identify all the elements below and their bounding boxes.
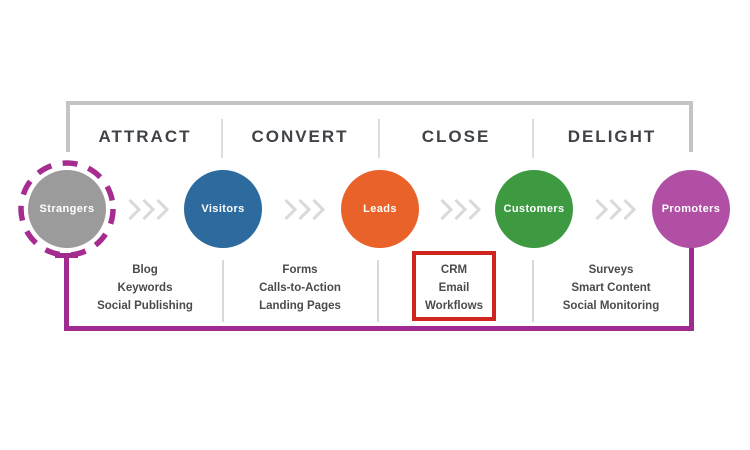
tool-item: Smart Content — [571, 282, 651, 294]
persona-circle-leads: Leads — [341, 170, 419, 248]
highlight-box-close-tools — [412, 251, 496, 321]
tool-divider — [377, 260, 379, 322]
tool-item: Keywords — [117, 282, 173, 294]
top-bracket-left-end — [66, 101, 70, 152]
persona-circle-customers: Customers — [495, 170, 573, 248]
chevron-group — [431, 198, 482, 220]
header-divider — [532, 119, 534, 158]
tool-item: Landing Pages — [259, 300, 341, 312]
tool-divider — [532, 260, 534, 322]
tool-item: CRM — [440, 264, 468, 276]
tool-item: Calls-to-Action — [259, 282, 341, 294]
tool-divider — [222, 260, 224, 322]
persona-label: Promoters — [661, 203, 721, 215]
tool-item: Social Publishing — [97, 300, 193, 312]
stage-header-delight: DELIGHT — [567, 127, 657, 146]
header-divider — [378, 119, 380, 158]
tool-item: Workflows — [425, 300, 483, 312]
top-bracket-line — [66, 101, 693, 105]
top-bracket-right-end — [689, 101, 693, 152]
persona-label: Customers — [503, 203, 565, 215]
persona-circle-strangers: Strangers — [28, 170, 106, 248]
strangers-dashed-ring — [18, 160, 116, 258]
tool-list-convert: Forms Calls-to-Action Landing Pages — [220, 261, 380, 315]
stage-header-close: CLOSE — [421, 127, 491, 146]
tool-list-close: CRM Email Workflows — [374, 261, 534, 315]
persona-label: Leads — [363, 203, 397, 215]
tool-list-delight: Surveys Smart Content Social Monitoring — [531, 261, 691, 315]
persona-label: Visitors — [201, 203, 245, 215]
tool-item: Email — [438, 282, 470, 294]
bottom-bracket-right-stem — [689, 247, 694, 331]
chevron-group — [275, 198, 326, 220]
chevron-group — [119, 198, 170, 220]
persona-circle-promoters: Promoters — [652, 170, 730, 248]
tool-item: Forms — [282, 264, 318, 276]
tool-item: Social Monitoring — [562, 300, 660, 312]
chevron-right-icon — [459, 198, 482, 220]
tool-list-attract: Blog Keywords Social Publishing — [65, 261, 225, 315]
chevron-group — [586, 198, 637, 220]
stage-header-attract: ATTRACT — [98, 127, 192, 146]
tool-item: Surveys — [588, 264, 634, 276]
tool-item: Blog — [132, 264, 158, 276]
chevron-right-icon — [303, 198, 326, 220]
chevron-right-icon — [147, 198, 170, 220]
stage-header-convert: CONVERT — [251, 127, 349, 146]
bottom-bracket-line — [64, 326, 694, 331]
persona-label: Strangers — [39, 203, 95, 215]
bottom-bracket-left-cap — [55, 253, 78, 258]
chevron-right-icon — [614, 198, 637, 220]
persona-circle-visitors: Visitors — [184, 170, 262, 248]
header-divider — [221, 119, 223, 158]
bottom-bracket-left-stem — [64, 256, 69, 331]
